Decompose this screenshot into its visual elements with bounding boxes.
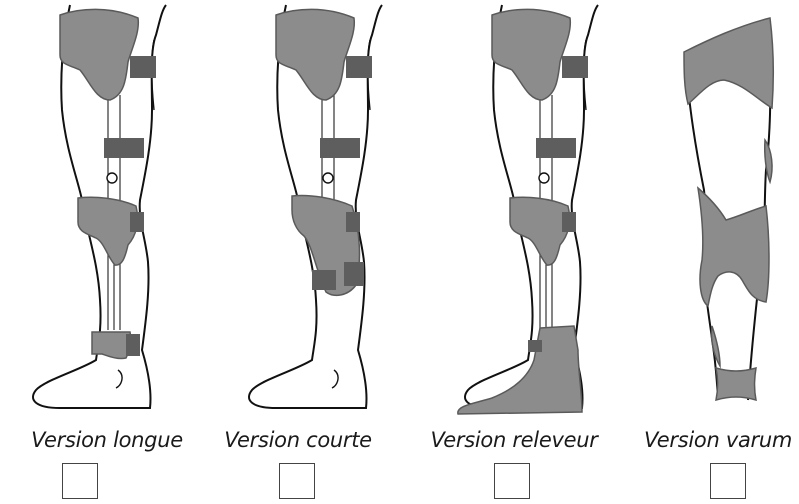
knee-strap [562, 212, 576, 232]
thigh-strap [130, 56, 156, 78]
knee-strap [130, 212, 144, 232]
checkbox-version-longue[interactable] [62, 463, 98, 499]
caption-version-releveur: Version releveur [430, 428, 597, 452]
thigh-cuff [684, 18, 773, 108]
thigh-cuff [60, 9, 138, 100]
knee-cuff [698, 188, 769, 306]
leg-version-courte [249, 5, 382, 408]
lower-pad [711, 326, 720, 366]
knee-cuff [510, 197, 570, 265]
calf-strap [320, 138, 360, 158]
leg-version-releveur [458, 5, 598, 414]
thigh-strap [562, 56, 588, 78]
knee-cuff [78, 197, 138, 265]
ankle-strap [126, 334, 140, 356]
knee-strap [346, 212, 360, 232]
calf-strap [536, 138, 576, 158]
ankle-cuff [716, 368, 756, 400]
lower-strap-front [312, 270, 336, 290]
checkbox-version-releveur[interactable] [494, 463, 530, 499]
checkbox-version-courte[interactable] [279, 463, 315, 499]
caption-version-varum: Version varum [644, 428, 792, 452]
thigh-cuff [492, 9, 570, 100]
checkbox-version-varum[interactable] [710, 463, 746, 499]
ankle-strap [528, 340, 542, 352]
leg-version-varum [684, 18, 773, 400]
lower-strap-back [344, 262, 364, 286]
thigh-strap [346, 56, 372, 78]
caption-version-longue: Version longue [31, 428, 183, 452]
foot-brace [458, 326, 582, 414]
calf-strap [104, 138, 144, 158]
caption-version-courte: Version courte [224, 428, 372, 452]
thigh-cuff [276, 9, 354, 100]
leg-version-longue [33, 5, 166, 408]
